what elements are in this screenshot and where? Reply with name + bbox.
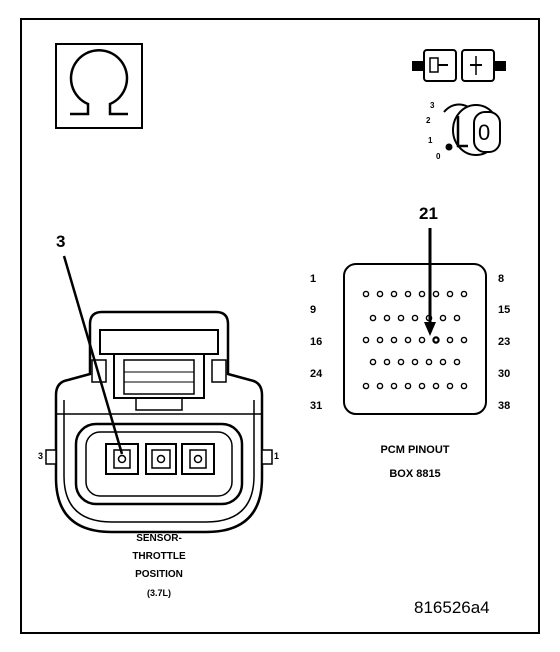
pcm-pin-1 <box>362 290 370 298</box>
pcm-row2-right-label: 15 <box>498 304 511 316</box>
pcm-pin-35 <box>418 382 426 390</box>
pcm-pin-25 <box>383 358 391 366</box>
pcm-pinout-box <box>343 263 487 415</box>
sensor-callout-line <box>62 255 124 455</box>
pcm-row3-left-label: 16 <box>310 336 323 348</box>
pcm-pin-19 <box>404 336 412 344</box>
sensor-pin-left-label: 3 <box>38 451 44 461</box>
pcm-pin-9 <box>369 314 377 322</box>
pcm-row4-left-label: 24 <box>310 368 323 380</box>
pcm-caption: PCM PINOUT BOX 8815 <box>345 438 485 486</box>
sensor-connector-body <box>45 310 273 534</box>
pcm-pin-10 <box>383 314 391 322</box>
pcm-pin-2 <box>376 290 384 298</box>
pcm-pin-11 <box>397 314 405 322</box>
sensor-caption-line-4: (3.7L) <box>146 588 171 598</box>
sensor-pin-right-label: 1 <box>274 451 280 461</box>
ignition-position-1: 1 <box>428 136 433 145</box>
pcm-pin-20 <box>418 336 426 344</box>
sensor-caption-line-1: SENSOR- <box>136 533 182 544</box>
ignition-key-label: 0 <box>478 120 491 145</box>
pcm-row2-left-label: 9 <box>310 304 317 316</box>
pcm-pin-23 <box>460 336 468 344</box>
sensor-callout-number: 3 <box>56 232 66 251</box>
pcm-pin-5 <box>418 290 426 298</box>
pcm-pin-18 <box>390 336 398 344</box>
ohm-meter-icon <box>55 43 143 129</box>
pcm-pin-32 <box>376 382 384 390</box>
ignition-position-2: 2 <box>426 116 431 125</box>
pcm-pin-21 <box>432 336 440 344</box>
ignition-switch-icon <box>443 103 501 156</box>
pcm-pin-8 <box>460 290 468 298</box>
pcm-row1-left-label: 1 <box>310 273 317 285</box>
pcm-pin-12 <box>411 314 419 322</box>
diagram-frame <box>20 18 540 634</box>
pcm-row5-left-label: 31 <box>310 400 323 412</box>
sensor-caption: SENSOR- THROTTLE POSITION (3.7L) <box>110 530 208 602</box>
ignition-position-3: 3 <box>430 101 435 110</box>
pcm-row5-right-label: 38 <box>498 400 511 412</box>
sensor-caption-line-2: THROTTLE <box>132 551 186 562</box>
pcm-pin-27 <box>411 358 419 366</box>
sensor-terminal-pin-1 <box>181 443 215 475</box>
sensor-caption-line-3: POSITION <box>135 569 183 580</box>
pcm-row3-right-label: 23 <box>498 336 511 348</box>
sensor-terminal-pin-3 <box>105 443 139 475</box>
pcm-pin-4 <box>404 290 412 298</box>
sensor-terminal-pin-2 <box>145 443 177 475</box>
pcm-callout-arrow <box>424 228 436 336</box>
pcm-row4-right-label: 30 <box>498 368 511 380</box>
pcm-pin-36 <box>432 382 440 390</box>
pcm-row1-right-label: 8 <box>498 273 505 285</box>
pcm-pin-28 <box>425 358 433 366</box>
pcm-pin-14 <box>439 314 447 322</box>
pcm-pin-grid <box>362 290 468 390</box>
pcm-pin-16 <box>362 336 370 344</box>
ignition-position-0: 0 <box>436 152 441 161</box>
pcm-pin-17 <box>376 336 384 344</box>
connector-disconnected-icon <box>412 49 506 82</box>
pcm-pin-6 <box>432 290 440 298</box>
pcm-callout-number: 21 <box>419 204 438 223</box>
pcm-pin-26 <box>397 358 405 366</box>
pcm-pin-30 <box>453 358 461 366</box>
pcm-pin-31 <box>362 382 370 390</box>
pcm-pin-15 <box>453 314 461 322</box>
pcm-pin-3 <box>390 290 398 298</box>
pcm-pin-24 <box>369 358 377 366</box>
pcm-pin-7 <box>446 290 454 298</box>
figure-id: 816526a4 <box>414 598 490 617</box>
pcm-caption-line-2: BOX 8815 <box>389 468 441 480</box>
pcm-pin-34 <box>404 382 412 390</box>
pcm-pin-29 <box>439 358 447 366</box>
pcm-pin-22 <box>446 336 454 344</box>
pcm-pin-33 <box>390 382 398 390</box>
pcm-pin-37 <box>446 382 454 390</box>
pcm-pin-38 <box>460 382 468 390</box>
pcm-caption-line-1: PCM PINOUT <box>380 444 450 456</box>
